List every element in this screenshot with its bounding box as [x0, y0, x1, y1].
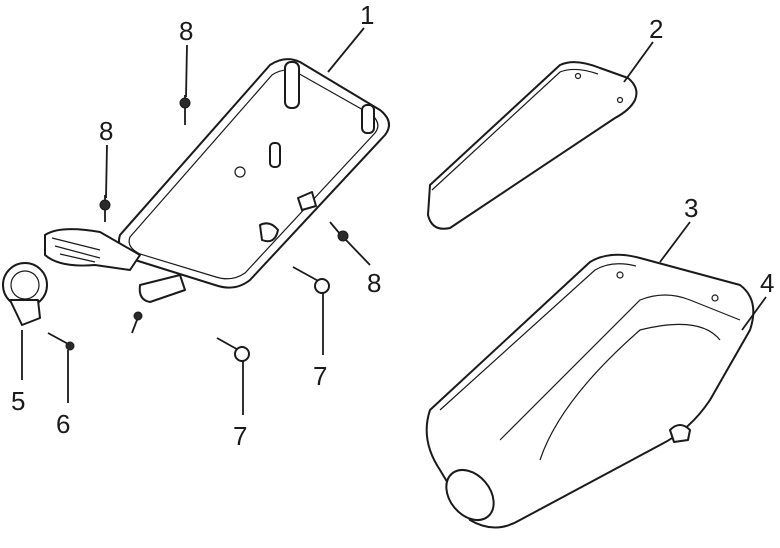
callout-4: 4 — [760, 268, 774, 298]
callout-8-left: 8 — [99, 116, 113, 146]
screw-bottom — [131, 311, 143, 334]
bolt-7-left — [216, 337, 250, 362]
callout-5: 5 — [11, 386, 25, 416]
connecting-tube-part — [2, 262, 48, 326]
callout-6: 6 — [56, 409, 70, 439]
air-cleaner-cover-part — [425, 253, 755, 529]
callout-3: 3 — [684, 193, 698, 223]
callout-8-top: 8 — [179, 16, 193, 46]
screw-6 — [47, 332, 75, 351]
bolt-7-right — [292, 266, 330, 294]
air-cleaner-case-part — [44, 58, 390, 303]
callout-2: 2 — [649, 14, 663, 44]
air-filter-element-part — [427, 61, 638, 230]
screws — [47, 95, 349, 362]
callout-1: 1 — [360, 0, 374, 30]
bolt-8-top — [179, 95, 191, 125]
callout-7-left: 7 — [233, 421, 247, 451]
callout-8-right: 8 — [367, 268, 381, 298]
callout-7-right: 7 — [313, 361, 327, 391]
bolt-8-left — [99, 195, 111, 222]
bolt-8-right — [329, 221, 349, 242]
leader-lines — [21, 27, 767, 415]
